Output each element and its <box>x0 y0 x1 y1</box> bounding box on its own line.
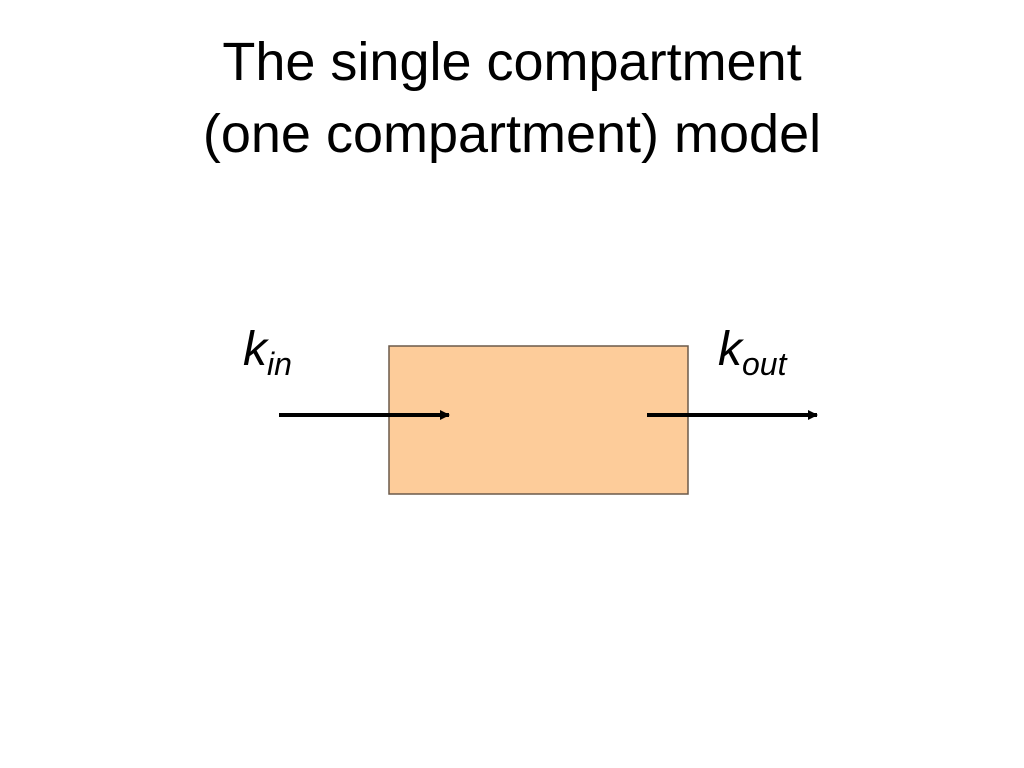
title-line-1: The single compartment <box>222 32 802 92</box>
title-line-2: (one compartment) model <box>202 104 822 164</box>
output-rate-subscript: out <box>742 346 787 382</box>
output-rate-label: kout <box>718 323 786 381</box>
input-rate-symbol: k <box>243 323 267 376</box>
output-rate-symbol: k <box>718 323 742 376</box>
compartment-box <box>388 345 689 495</box>
input-rate-subscript: in <box>267 346 292 382</box>
page-title: The single compartment (one compartment)… <box>0 26 1024 170</box>
input-rate-label: kin <box>243 323 292 381</box>
